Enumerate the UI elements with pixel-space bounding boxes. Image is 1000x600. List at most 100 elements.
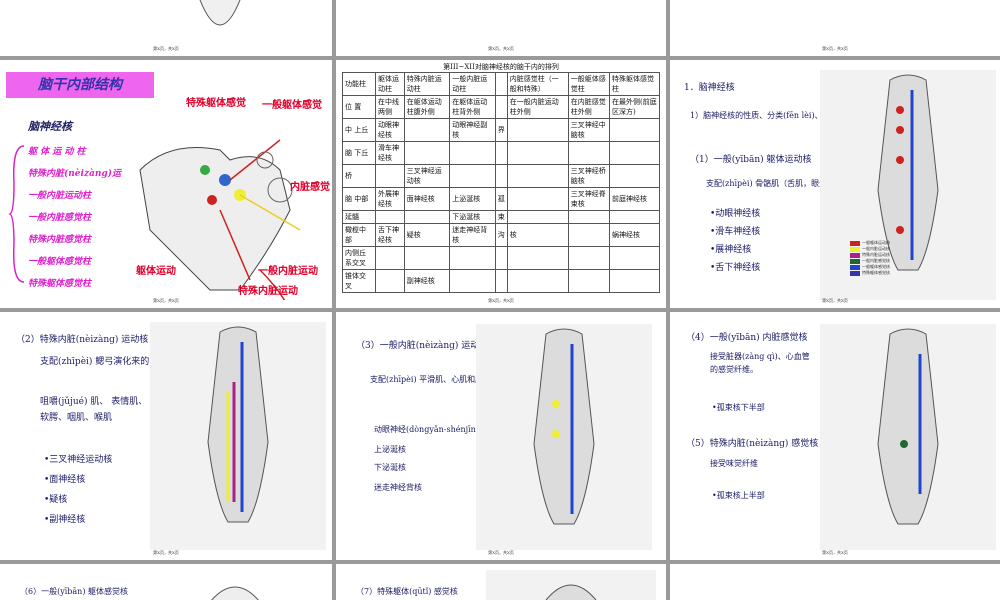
table-cell: 束 [494, 210, 508, 224]
brainstem-section-diagram [139, 139, 301, 300]
brainstem-diagram [820, 70, 996, 300]
list-item: 特殊躯体感觉柱 [28, 279, 92, 289]
slide-footer: 第X页，共X页 [153, 550, 179, 555]
table-cell: 副神经核 [403, 269, 451, 293]
brainstem-diagram [820, 324, 996, 550]
table-row: 橄榄中部舌下神经核疑核迷走神经背核沟核蜗神经核 [342, 223, 660, 247]
table-cell [567, 210, 611, 224]
slide-blank [670, 564, 1000, 600]
table-cell: 下泌涎核 [449, 210, 496, 224]
paragraph: 接受味觉纤维 [710, 459, 758, 468]
table-cell: 迷走神经背核 [449, 223, 496, 247]
table-cell [403, 210, 451, 224]
slide-cranial-nuclei: 1．脑神经核 1）脑神经核的性质、分类(fēn lèi)、位置及功能 （1）一般… [670, 60, 1000, 308]
label-visceral-sense: 内脏感觉 [290, 182, 330, 193]
slide-footer: 第X页，共X页 [488, 46, 514, 51]
brainstem-diagram [486, 570, 656, 600]
slide-footer: 第X页，共X页 [488, 298, 514, 303]
table-title: 第III~XII对脑神经核的脑干内的排列 [443, 63, 559, 71]
table-cell: 在最外侧(前庭区深方) [609, 95, 660, 119]
paragraph: 支配(zhīpèi) 鳃弓演化来的骨骼肌 [40, 357, 177, 367]
list-item: •孤束核下半部 [712, 403, 765, 412]
table-cell: 三叉神经运动核 [403, 164, 451, 188]
table-cell [567, 269, 611, 293]
slide-3: 第X页，共X页 [670, 0, 1000, 56]
brainstem-diagram [476, 324, 652, 550]
legend: 一般躯体运动核 一般内脏运动核 特殊内脏运动核 一般内脏感觉核 一般躯体感觉核 … [850, 240, 990, 276]
table-cell: 在中线两侧 [374, 95, 405, 119]
table-cell: 特殊躯体感觉柱 [609, 72, 660, 96]
list-item: •疑核 [44, 495, 68, 505]
paragraph: 接受脏器(zàng qì)、心血管的感觉纤维。 [710, 352, 810, 374]
list-item: •动眼神经核 [710, 209, 761, 219]
table-cell: 一般躯体感觉柱 [567, 72, 611, 96]
legend-item: 特殊躯体感觉核 [850, 270, 990, 276]
legend-item: 一般躯体运动核 [850, 240, 990, 246]
table-cell [403, 118, 451, 142]
list-item: 特殊内脏感觉柱 [28, 235, 92, 245]
table-cell [506, 269, 569, 293]
slide-title: 脑干内部结构 [6, 72, 154, 98]
table-cell [494, 95, 508, 119]
table-cell [374, 210, 405, 224]
table-row: 延髓下泌涎核束 [342, 210, 660, 224]
table-row: 脑 中部外展神经核面神经核上泌涎核孤三叉神经脊束核前庭神经核 [342, 187, 660, 211]
table-cell: 脑 中部 [342, 187, 376, 211]
list-item: •副神经核 [44, 515, 86, 525]
table-cell [567, 246, 611, 270]
slide-footer: 第X页，共X页 [153, 46, 179, 51]
list-item: 一般内脏感觉柱 [28, 213, 92, 223]
table-cell: 蜗神经核 [609, 223, 660, 247]
list-item: •展神经核 [710, 245, 752, 255]
slide-special-somatic-sensory: （7）特殊躯体(qūtǐ) 感觉核 [336, 564, 666, 600]
slide-special-visceral-motor: （2）特殊内脏(nèizàng) 运动核 支配(zhīpèi) 鳃弓演化来的骨骼… [0, 312, 332, 560]
slide-visceral-sensory: （4）一般(yībān) 内脏感觉核 接受脏器(zàng qì)、心血管的感觉纤… [670, 312, 1000, 560]
table-cell: 界 [494, 118, 508, 142]
list-item: 躯 体 运 动 柱 [28, 147, 86, 157]
table-cell [374, 164, 405, 188]
table-cell [374, 269, 405, 293]
section-heading: （7）特殊躯体(qūtǐ) 感觉核 [356, 587, 458, 596]
slide-nucleus-table: 第III~XII对脑神经核的脑干内的排列 功能柱 躯体运动柱 特殊内脏运动柱 一… [336, 60, 666, 308]
table-cell: 功能柱 [342, 72, 376, 96]
list-item: •滑车神经核 [710, 227, 761, 237]
table-header-row: 功能柱 躯体运动柱 特殊内脏运动柱 一般内脏运动柱 内脏感觉柱（一般和特殊） 一… [342, 72, 660, 96]
table-cell: 一般内脏运动柱 [449, 72, 496, 96]
paragraph: 咀嚼(jǔjué) 肌、 表情肌、软腭、咽肌、喉肌 [40, 397, 148, 423]
table-cell [449, 164, 496, 188]
table-cell: 锥体交叉 [342, 269, 376, 293]
paragraph: 1）脑神经核的性质、分类(fēn lèi)、位置及功能 [690, 111, 863, 120]
table-cell: 动眼神经副核 [449, 118, 496, 142]
list-item: 一般躯体感觉柱 [28, 257, 92, 267]
table-cell [567, 223, 611, 247]
paragraph: 支配(zhīpèi) 平滑肌、心肌和腺体 [370, 375, 492, 384]
table-cell: 内脏感觉柱（一般和特殊） [506, 72, 569, 96]
slide-general-visceral-motor: （3）一般内脏(nèizàng) 运动核 支配(zhīpèi) 平滑肌、心肌和腺… [336, 312, 666, 560]
table-cell: 疑核 [403, 223, 451, 247]
table-cell: 桥 [342, 164, 376, 188]
table-cell [374, 246, 405, 270]
section-heading: 脑神经核 [28, 120, 72, 133]
slide-brainstem-structure: 脑干内部结构 脑神经核 躯 体 运 动 柱 特殊内脏(nèizàng)运 一般内… [0, 60, 332, 308]
list-item: 特殊内脏(nèizàng)运 [28, 169, 121, 179]
table-cell: 上泌涎核 [449, 187, 496, 211]
table-cell: 躯体运动柱 [374, 72, 405, 96]
table-cell: 内侧丘系交叉 [342, 246, 376, 270]
table-cell: 核 [506, 223, 569, 247]
label-general-somatic-sense: 一般躯体感觉 [262, 100, 322, 111]
table-cell: 面神经核 [403, 187, 451, 211]
label-special-visceral-motor: 特殊内脏运动 [238, 286, 298, 297]
table-cell: 在内脏感觉柱外侧 [567, 95, 611, 119]
table-cell [506, 187, 569, 211]
table-row: 锥体交叉 副神经核 [342, 269, 660, 293]
table-cell [494, 269, 508, 293]
list-item: 上泌涎核 [374, 445, 406, 454]
table-cell [609, 141, 660, 165]
section-heading: （6）一般(yībān) 躯体感觉核 [20, 587, 128, 596]
brainstem-fragment [199, 0, 241, 26]
table-cell [449, 246, 496, 270]
list-item: 迷走神经背核 [374, 483, 422, 492]
slide-footer: 第X页，共X页 [488, 550, 514, 555]
section-heading: （4）一般(yībān) 内脏感觉核 [686, 333, 808, 343]
table-cell [506, 141, 569, 165]
